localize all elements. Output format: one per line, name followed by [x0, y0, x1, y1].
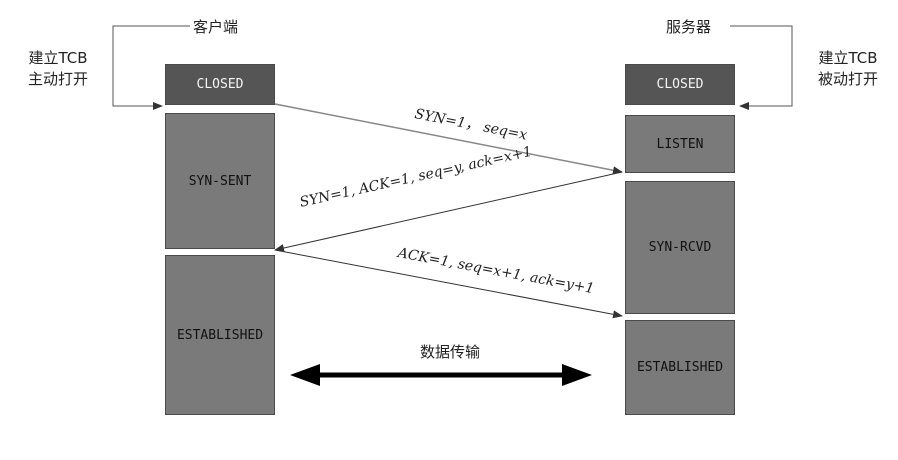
server-state-established: ESTABLISHED	[625, 320, 735, 415]
server-state-closed: CLOSED	[625, 64, 735, 105]
client-open-label-line2: 主动打开	[27, 70, 88, 88]
client-open-label: 建立TCB 主动打开	[18, 48, 98, 90]
syn-ack-arrow	[274, 171, 623, 252]
data-transfer-label: 数据传输	[420, 343, 481, 361]
client-open-label-line1: 建立TCB	[28, 49, 88, 67]
server-open-label: 建立TCB 被动打开	[808, 48, 888, 90]
client-state-established: ESTABLISHED	[165, 255, 275, 415]
syn-arrow	[274, 103, 623, 175]
client-title: 客户端	[193, 18, 239, 36]
server-open-label-line1: 建立TCB	[818, 49, 878, 67]
server-state-syn-rcvd: SYN-RCVD	[625, 181, 735, 314]
server-open-bracket	[730, 25, 793, 110]
client-open-bracket	[112, 25, 190, 110]
data-transfer-arrow	[290, 364, 592, 386]
server-open-label-line2: 被动打开	[817, 70, 878, 88]
server-state-listen: LISTEN	[625, 115, 735, 173]
client-state-syn-sent: SYN-SENT	[165, 113, 275, 249]
client-state-closed: CLOSED	[165, 64, 275, 105]
server-title: 服务器	[666, 18, 712, 36]
ack-arrow	[274, 249, 623, 319]
